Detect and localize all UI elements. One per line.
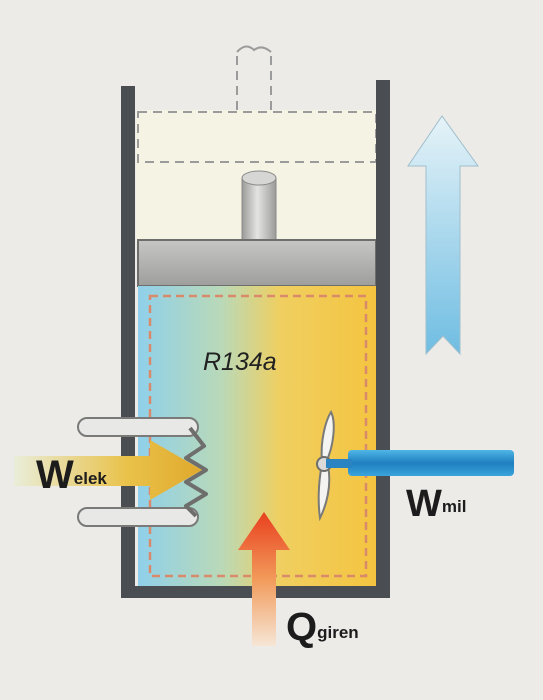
shaft-work-subscript: mil xyxy=(442,497,467,516)
substance-label: R134a xyxy=(203,348,277,376)
paddle-shaft-stub xyxy=(326,459,352,468)
electric-work-arrow xyxy=(14,440,202,500)
piston xyxy=(137,239,377,287)
heat-input-symbol: Q xyxy=(286,605,317,649)
cylinder-right-wall xyxy=(376,80,390,598)
final-rod-top xyxy=(236,45,272,53)
piston-rod-top xyxy=(241,170,277,186)
piston-rod xyxy=(241,177,277,245)
heat-input-arrow xyxy=(238,512,290,646)
electric-work-subscript: elek xyxy=(74,469,108,488)
electric-work-symbol: W xyxy=(36,453,74,497)
shaft-work-symbol: W xyxy=(406,483,442,525)
final-rod-outline xyxy=(236,50,272,110)
boundary-work-arrow xyxy=(407,115,479,356)
shaft-work-label: Wmil xyxy=(406,483,466,525)
electric-work-label: Welek xyxy=(36,453,107,497)
paddle-shaft xyxy=(348,450,514,476)
heat-input-subscript: giren xyxy=(317,623,359,642)
heat-input-label: Qgiren xyxy=(286,605,359,649)
electric-heater xyxy=(77,417,208,527)
